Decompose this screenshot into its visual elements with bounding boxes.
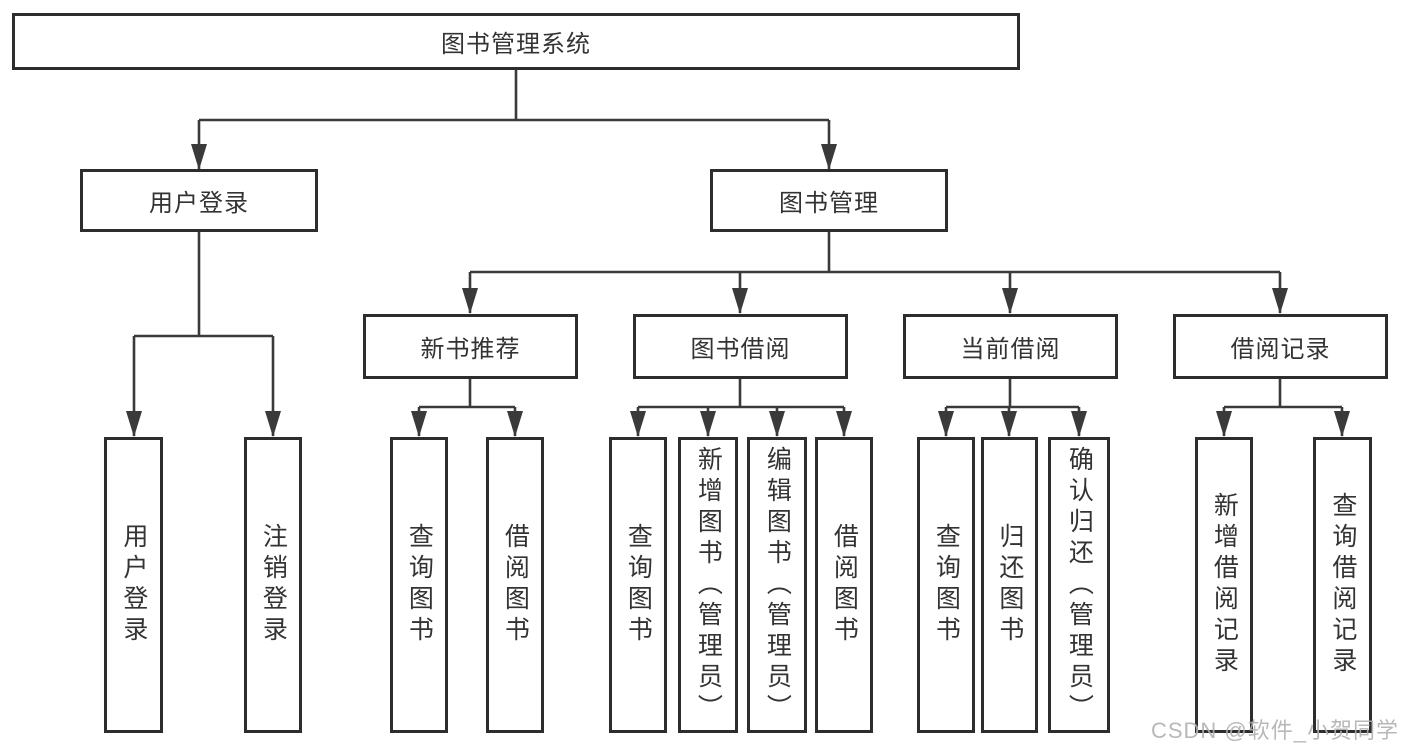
node-leaf-return-books: 归还图书 xyxy=(981,437,1038,733)
node-leaf-query-books-recommend: 查询图书 xyxy=(390,437,448,733)
node-leaf-confirm-return-admin: 确认归还（管理员） xyxy=(1048,437,1110,733)
node-label: 查询借阅记录 xyxy=(1328,492,1357,678)
node-label: 借阅图书 xyxy=(501,523,530,647)
node-leaf-user-login: 用户登录 xyxy=(104,437,163,733)
node-borrowing-records: 借阅记录 xyxy=(1173,314,1388,379)
node-label: 借阅记录 xyxy=(1230,336,1331,363)
csdn-watermark: CSDN @软件_小贺同学 xyxy=(1150,718,1399,743)
node-label: 注销登录 xyxy=(259,523,288,647)
node-book-management: 图书管理 xyxy=(710,169,948,232)
node-label: 查询图书 xyxy=(624,523,653,647)
node-label: 当前借阅 xyxy=(960,336,1061,363)
node-label: 编辑图书（管理员） xyxy=(763,445,792,725)
node-user-login: 用户登录 xyxy=(80,169,318,232)
node-leaf-query-borrow-record: 查询借阅记录 xyxy=(1313,437,1372,733)
node-label: 新增借阅记录 xyxy=(1210,492,1239,678)
node-leaf-add-borrow-record: 新增借阅记录 xyxy=(1195,437,1253,733)
node-label: 用户登录 xyxy=(119,523,148,647)
node-label: 确认归还（管理员） xyxy=(1065,445,1094,725)
node-label: 图书管理系统 xyxy=(441,31,591,58)
node-label: 新增图书（管理员） xyxy=(694,445,723,725)
node-leaf-query-books-current: 查询图书 xyxy=(917,437,975,733)
node-book-borrowing: 图书借阅 xyxy=(633,314,848,379)
node-leaf-query-books-borrowing: 查询图书 xyxy=(609,437,667,733)
node-root-library-system: 图书管理系统 xyxy=(12,13,1020,70)
node-leaf-borrow-books-borrowing: 借阅图书 xyxy=(815,437,873,733)
node-current-borrowing: 当前借阅 xyxy=(903,314,1118,379)
node-label: 用户登录 xyxy=(149,190,249,217)
node-label: 查询图书 xyxy=(405,523,434,647)
node-new-book-recommend: 新书推荐 xyxy=(363,314,578,379)
node-leaf-logout: 注销登录 xyxy=(244,437,302,733)
node-leaf-add-books-admin: 新增图书（管理员） xyxy=(678,437,738,733)
node-label: 查询图书 xyxy=(932,523,961,647)
node-leaf-edit-books-admin: 编辑图书（管理员） xyxy=(747,437,807,733)
node-label: 图书管理 xyxy=(779,190,879,217)
node-label: 图书借阅 xyxy=(690,336,791,363)
node-label: 新书推荐 xyxy=(420,336,521,363)
node-label: 借阅图书 xyxy=(830,523,859,647)
node-label: 归还图书 xyxy=(995,523,1024,647)
node-leaf-borrow-books-recommend: 借阅图书 xyxy=(486,437,544,733)
